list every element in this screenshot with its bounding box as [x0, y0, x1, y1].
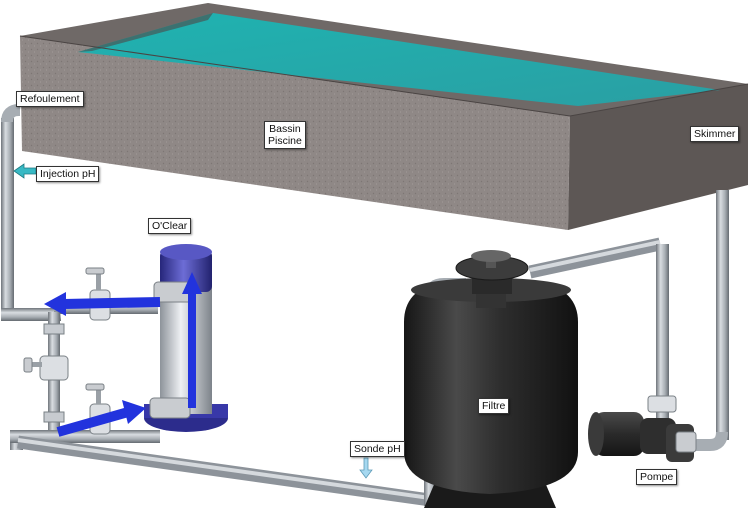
filtre-label: Filtre — [478, 398, 510, 414]
refoulement-label: Refoulement — [16, 91, 84, 107]
skimmer-label: Skimmer — [690, 126, 740, 142]
sand-filter — [404, 250, 578, 508]
oclear-label: O'Clear — [148, 218, 192, 234]
sonde-ph-label: Sonde pH — [350, 441, 405, 457]
pool-water — [78, 13, 720, 106]
refoulement-text: Refoulement — [20, 93, 80, 105]
piscine-text: Piscine — [268, 135, 302, 147]
skimmer-text: Skimmer — [694, 128, 736, 140]
pump — [588, 412, 697, 462]
oclear-uv-unit — [144, 244, 228, 432]
filtre-text: Filtre — [482, 400, 506, 412]
pool-basin — [19, 3, 749, 230]
oclear-text: O'Clear — [152, 220, 188, 232]
injection-ph-label: Injection pH — [36, 166, 100, 182]
sonde-ph-text: Sonde pH — [354, 443, 401, 455]
pompe-text: Pompe — [640, 471, 674, 483]
flow-arrows — [44, 272, 202, 437]
bassin-text: Bassin — [269, 123, 301, 135]
injection-ph-text: Injection pH — [40, 168, 96, 180]
bypass-valves — [23, 267, 677, 435]
bassin-piscine-label: Bassin Piscine — [264, 121, 306, 149]
pompe-label: Pompe — [636, 469, 678, 485]
